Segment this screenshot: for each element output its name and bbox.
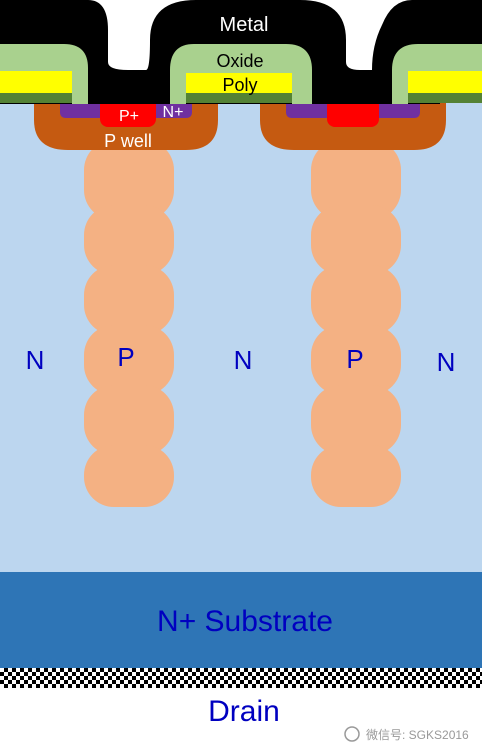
oxide-cap-2 (170, 44, 312, 104)
drain-contact-pattern (0, 668, 482, 688)
wechat-icon (344, 726, 360, 742)
watermark-text: 微信号: SGKS2016 (366, 728, 469, 742)
metal-contact-left (88, 70, 172, 100)
poly-gate-1-fill (0, 71, 72, 93)
oxide-label: Oxide (216, 51, 263, 71)
gate-oxide-2-fill (186, 93, 292, 103)
n-drift-region (0, 95, 482, 572)
metal-label: Metal (220, 14, 269, 36)
p-pillar-left (84, 140, 174, 507)
n-label-middle: N (234, 345, 253, 375)
poly-gate-3-fill (408, 71, 482, 93)
poly-label: Poly (222, 75, 257, 95)
metal-contact-right (314, 70, 392, 100)
gate-oxide-1-fill (0, 93, 72, 103)
substrate-label: N+ Substrate (157, 605, 333, 638)
n-plus-substrate (0, 572, 482, 668)
n-label-right: N (437, 347, 456, 377)
poly-gate-2-fill (186, 73, 292, 93)
p-plus-right (327, 97, 379, 127)
p-label-left: P (117, 342, 134, 372)
oxide-cap-3 (392, 44, 482, 104)
oxide-cap-1 (0, 44, 88, 104)
p-pillar-right (311, 140, 401, 507)
p-label-right: P (346, 344, 363, 374)
drain-label: Drain (208, 695, 280, 728)
gate-oxide-3-fill (408, 93, 482, 103)
p-plus-left (100, 97, 156, 127)
p-plus-label: P+ (119, 108, 139, 125)
p-well-label: P well (104, 131, 152, 151)
n-label-left: N (26, 345, 45, 375)
n-plus-label: N+ (163, 104, 184, 121)
watermark: 微信号: SGKS2016 (344, 726, 469, 742)
